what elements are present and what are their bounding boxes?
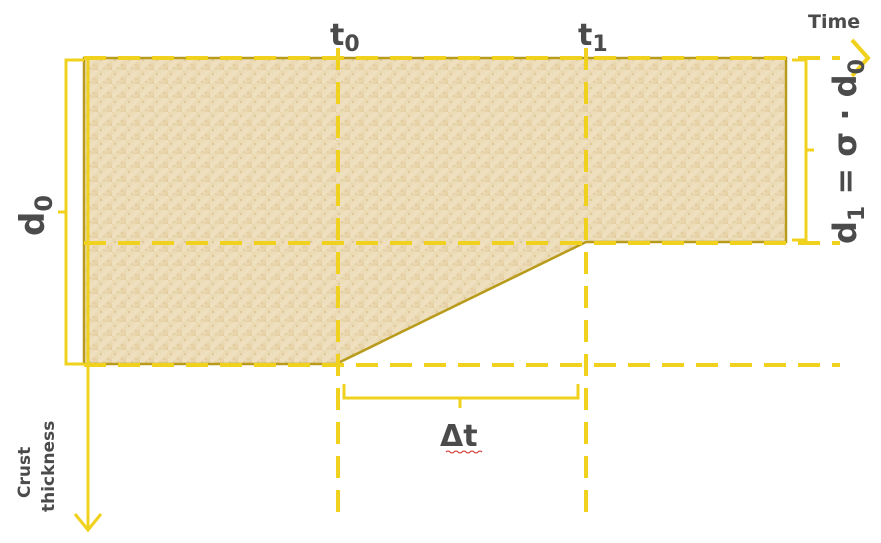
time-arrow-head xyxy=(850,38,871,78)
delta-t-underline-squiggle xyxy=(445,450,483,454)
d0-label: d0 xyxy=(13,195,58,236)
horizontal-dashed-lines xyxy=(84,56,840,367)
thickness-arrow-head xyxy=(73,513,103,533)
vertical-dashed-lines xyxy=(336,48,588,512)
d1-equation-label: d1 = σ · d0 xyxy=(826,59,870,244)
delta-t-label: Δt xyxy=(440,419,478,454)
d1-bracket xyxy=(792,58,814,242)
d0-bracket xyxy=(58,58,84,366)
thickness-label: thickness xyxy=(39,421,59,512)
crust-body xyxy=(82,56,788,366)
crust-label: Crust xyxy=(15,447,35,498)
time-label: Time xyxy=(808,11,860,33)
t1-label: t1 xyxy=(578,18,608,57)
delta-t-bracket xyxy=(342,384,580,408)
t0-label: t0 xyxy=(330,18,360,57)
